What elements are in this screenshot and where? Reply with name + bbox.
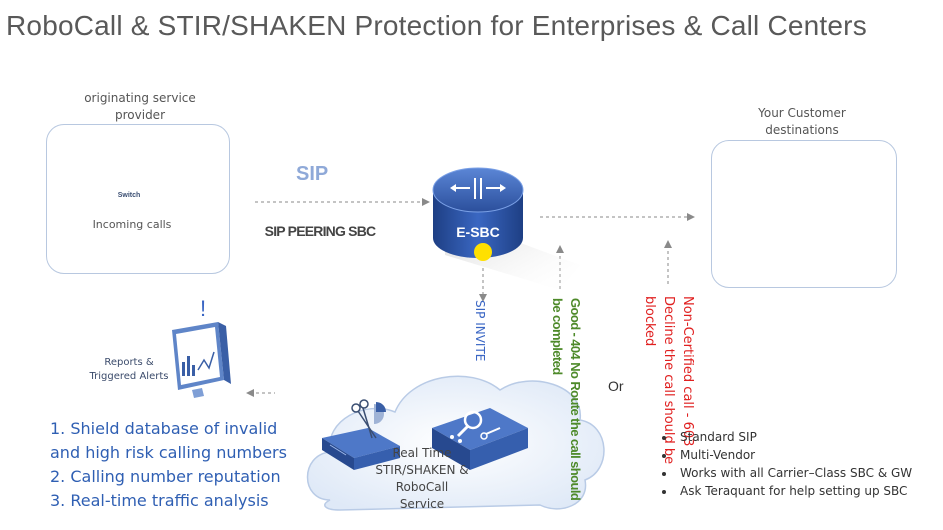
sip-invite-label: SIP INVITE [473,300,487,362]
shield-chart-icon [374,402,386,424]
feature-item: 2. Calling number reputation [50,467,281,486]
bullet-list: Standard SIP Multi-Vendor Works with all… [656,428,943,500]
incoming-calls-caption: Incoming calls [92,218,172,231]
reports-monitor-icon [172,322,231,398]
destinations-box [711,140,897,288]
origin-box [46,124,230,274]
left-server-icon [322,428,400,470]
bullet-item: Standard SIP [676,428,943,446]
bullet-item: Works with all Carrier–Class SBC & GW [676,464,943,482]
destinations-label: Your Customer destinations [758,106,846,137]
feature-item: 3. Real-time traffic analysis [50,491,269,510]
security-appliance-icon [432,408,528,470]
sip-peering-label: SIP PEERING SBC [264,223,376,239]
feature-item: 1. Shield database of invalid and high r… [50,419,287,462]
arrow-heads [246,198,695,397]
switch-text: Switch [117,192,141,199]
bullet-item: Ask Teraquant for help setting up SBC [676,482,943,500]
esbc-label: E-SBC [456,224,500,240]
alert-mark: ! [200,296,207,321]
good-route-label: Good - 404 No Route the call should be c… [550,298,583,501]
scissors-icon [351,399,377,439]
features-list: 1. Shield database of invalid and high r… [50,417,300,513]
origin-label: originating service provider [84,91,196,122]
reports-label: Reports & Triggered Alerts [89,357,169,382]
bullet-item: Multi-Vendor [676,446,943,464]
alert-dot [474,243,492,261]
cloud-service-label: Real Time STIR/SHAKEN & RoboCall Service [375,446,469,511]
or-label: Or [608,378,624,394]
decline-label: Non-Certified call - 603 Decline the cal… [642,296,695,465]
esbc-device-icon [432,167,580,290]
sip-label: SIP [296,163,329,185]
page-title: RoboCall & STIR/SHAKEN Protection for En… [6,10,867,41]
